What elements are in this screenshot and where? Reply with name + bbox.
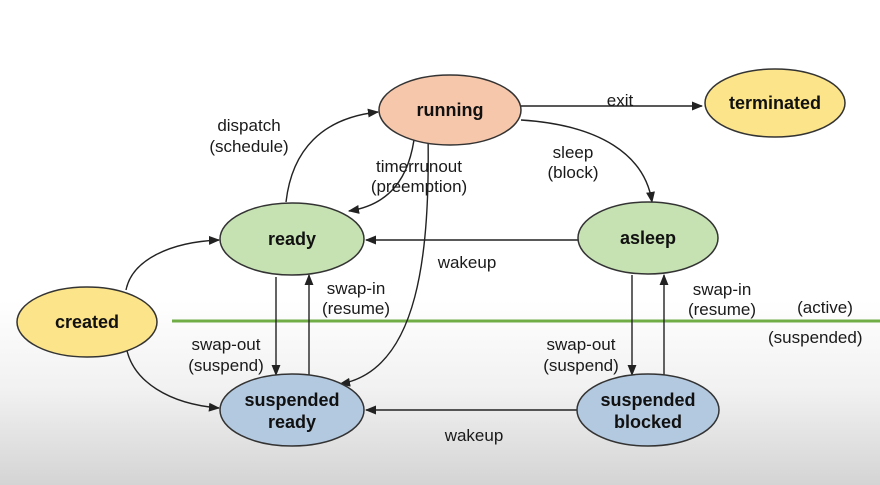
mode-active-label: (active) (797, 298, 853, 317)
edge-sleep-label-line1: sleep (553, 143, 594, 162)
state-terminated-label: terminated (729, 93, 821, 113)
edge-wakeup-active-label: wakeup (437, 253, 497, 272)
edge-dispatch-arrow (285, 108, 380, 203)
state-ready: ready (219, 202, 365, 276)
state-terminated: terminated (704, 68, 846, 138)
edge-swap-in-right-label-line1: swap-in (693, 280, 752, 299)
edge-dispatch-label-line1: dispatch (217, 116, 280, 135)
edge-dispatch-label-line2: (schedule) (209, 137, 288, 156)
state-asleep: asleep (577, 201, 719, 275)
edge-created-to-ready-arrow (125, 235, 221, 291)
edge-wakeup-suspended-label: wakeup (444, 426, 504, 445)
edge-timerrunout-label-line1: timerrunout (376, 157, 462, 176)
edge-swap-out-right-label-line1: swap-out (547, 335, 616, 354)
state-created: created (16, 286, 158, 358)
edge-swap-in-left-label-line1: swap-in (327, 279, 386, 298)
state-suspended-ready: suspended ready (219, 373, 365, 447)
mode-suspended-label: (suspended) (768, 328, 863, 347)
state-created-label: created (55, 312, 119, 332)
state-running-label: running (417, 100, 484, 120)
edge-exit-label: exit (607, 91, 634, 110)
edge-created-to-suspended-ready-arrow (125, 345, 221, 412)
edge-swap-out-left-label-line2: (suspend) (188, 356, 264, 375)
edge-swap-in-right-label-line2: (resume) (688, 300, 756, 319)
edge-swap-out-right-label-line2: (suspend) (543, 356, 619, 375)
state-suspended-ready-line1: suspended (244, 390, 339, 410)
state-running: running (378, 74, 522, 146)
edge-sleep-arrow (520, 119, 655, 204)
state-asleep-label: asleep (620, 228, 676, 248)
state-suspended-blocked-line1: suspended (600, 390, 695, 410)
state-suspended-ready-line2: ready (268, 412, 316, 432)
edge-swap-out-left-label-line1: swap-out (192, 335, 261, 354)
edge-sleep-label-line2: (block) (547, 163, 598, 182)
edge-running-to-suspended-ready-arrow (338, 131, 429, 387)
state-suspended-blocked-line2: blocked (614, 412, 682, 432)
state-suspended-blocked: suspended blocked (576, 373, 720, 447)
state-ready-label: ready (268, 229, 316, 249)
edge-swap-in-left-label-line2: (resume) (322, 299, 390, 318)
edge-timerrunout-arrow (347, 131, 416, 214)
edge-timerrunout-label-line2: (preemption) (371, 177, 467, 196)
